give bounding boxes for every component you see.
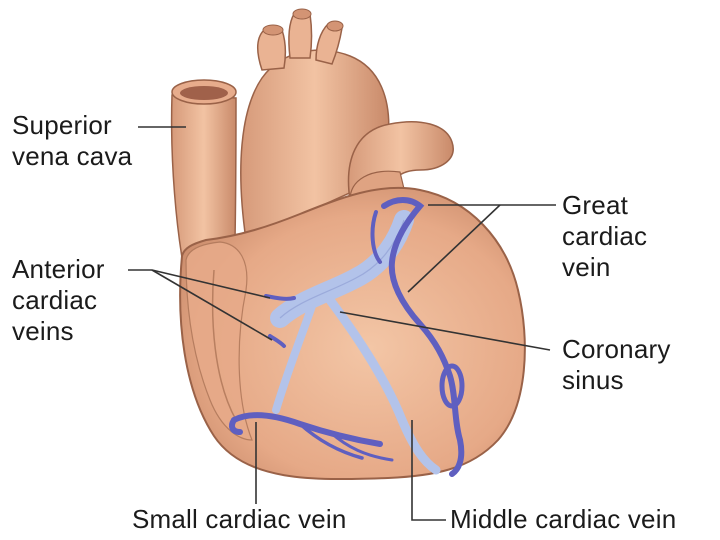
label-superior-vena-cava-line2: vena cava	[12, 141, 133, 171]
label-superior-vena-cava: Superior vena cava	[12, 110, 132, 172]
great-cardiac-vein-vessel	[370, 197, 465, 477]
aorta-vessel	[240, 8, 390, 242]
label-anterior-cardiac-veins-line1: Anterior	[12, 254, 105, 284]
label-coronary-sinus-line1: Coronary	[562, 334, 671, 364]
middle-cardiac-vein-vessel	[325, 295, 441, 475]
leader-middle-cardiac-vein	[411, 420, 446, 521]
label-middle-cardiac-vein-text: Middle cardiac vein	[450, 504, 677, 534]
leader-coronary-sinus	[339, 311, 551, 351]
label-small-cardiac-vein-text: Small cardiac vein	[132, 504, 347, 534]
label-anterior-cardiac-veins-line3: veins	[12, 316, 74, 346]
label-anterior-cardiac-veins-line2: cardiac	[12, 285, 98, 315]
label-small-cardiac-vein: Small cardiac vein	[132, 504, 347, 535]
anterior-cardiac-veins-vessel	[264, 294, 296, 348]
leader-lines	[128, 126, 556, 521]
label-superior-vena-cava-line1: Superior	[12, 110, 112, 140]
label-coronary-sinus: Coronary sinus	[562, 334, 671, 396]
light-posterior-vein-vessel	[272, 302, 316, 414]
label-anterior-cardiac-veins: Anterior cardiac veins	[12, 254, 105, 347]
label-great-cardiac-vein: Great cardiac vein	[562, 190, 647, 283]
label-great-cardiac-vein-line2: cardiac	[562, 221, 648, 251]
label-middle-cardiac-vein: Middle cardiac vein	[450, 504, 676, 535]
label-great-cardiac-vein-line1: Great	[562, 190, 629, 220]
label-great-cardiac-vein-line3: vein	[562, 252, 611, 282]
leader-anterior-cardiac-veins-c	[151, 269, 273, 341]
label-coronary-sinus-line2: sinus	[562, 365, 624, 395]
small-cardiac-vein-vessel	[229, 412, 394, 462]
leader-anterior-cardiac-veins-b	[151, 269, 271, 299]
leader-great-cardiac-vein-c	[407, 204, 501, 293]
